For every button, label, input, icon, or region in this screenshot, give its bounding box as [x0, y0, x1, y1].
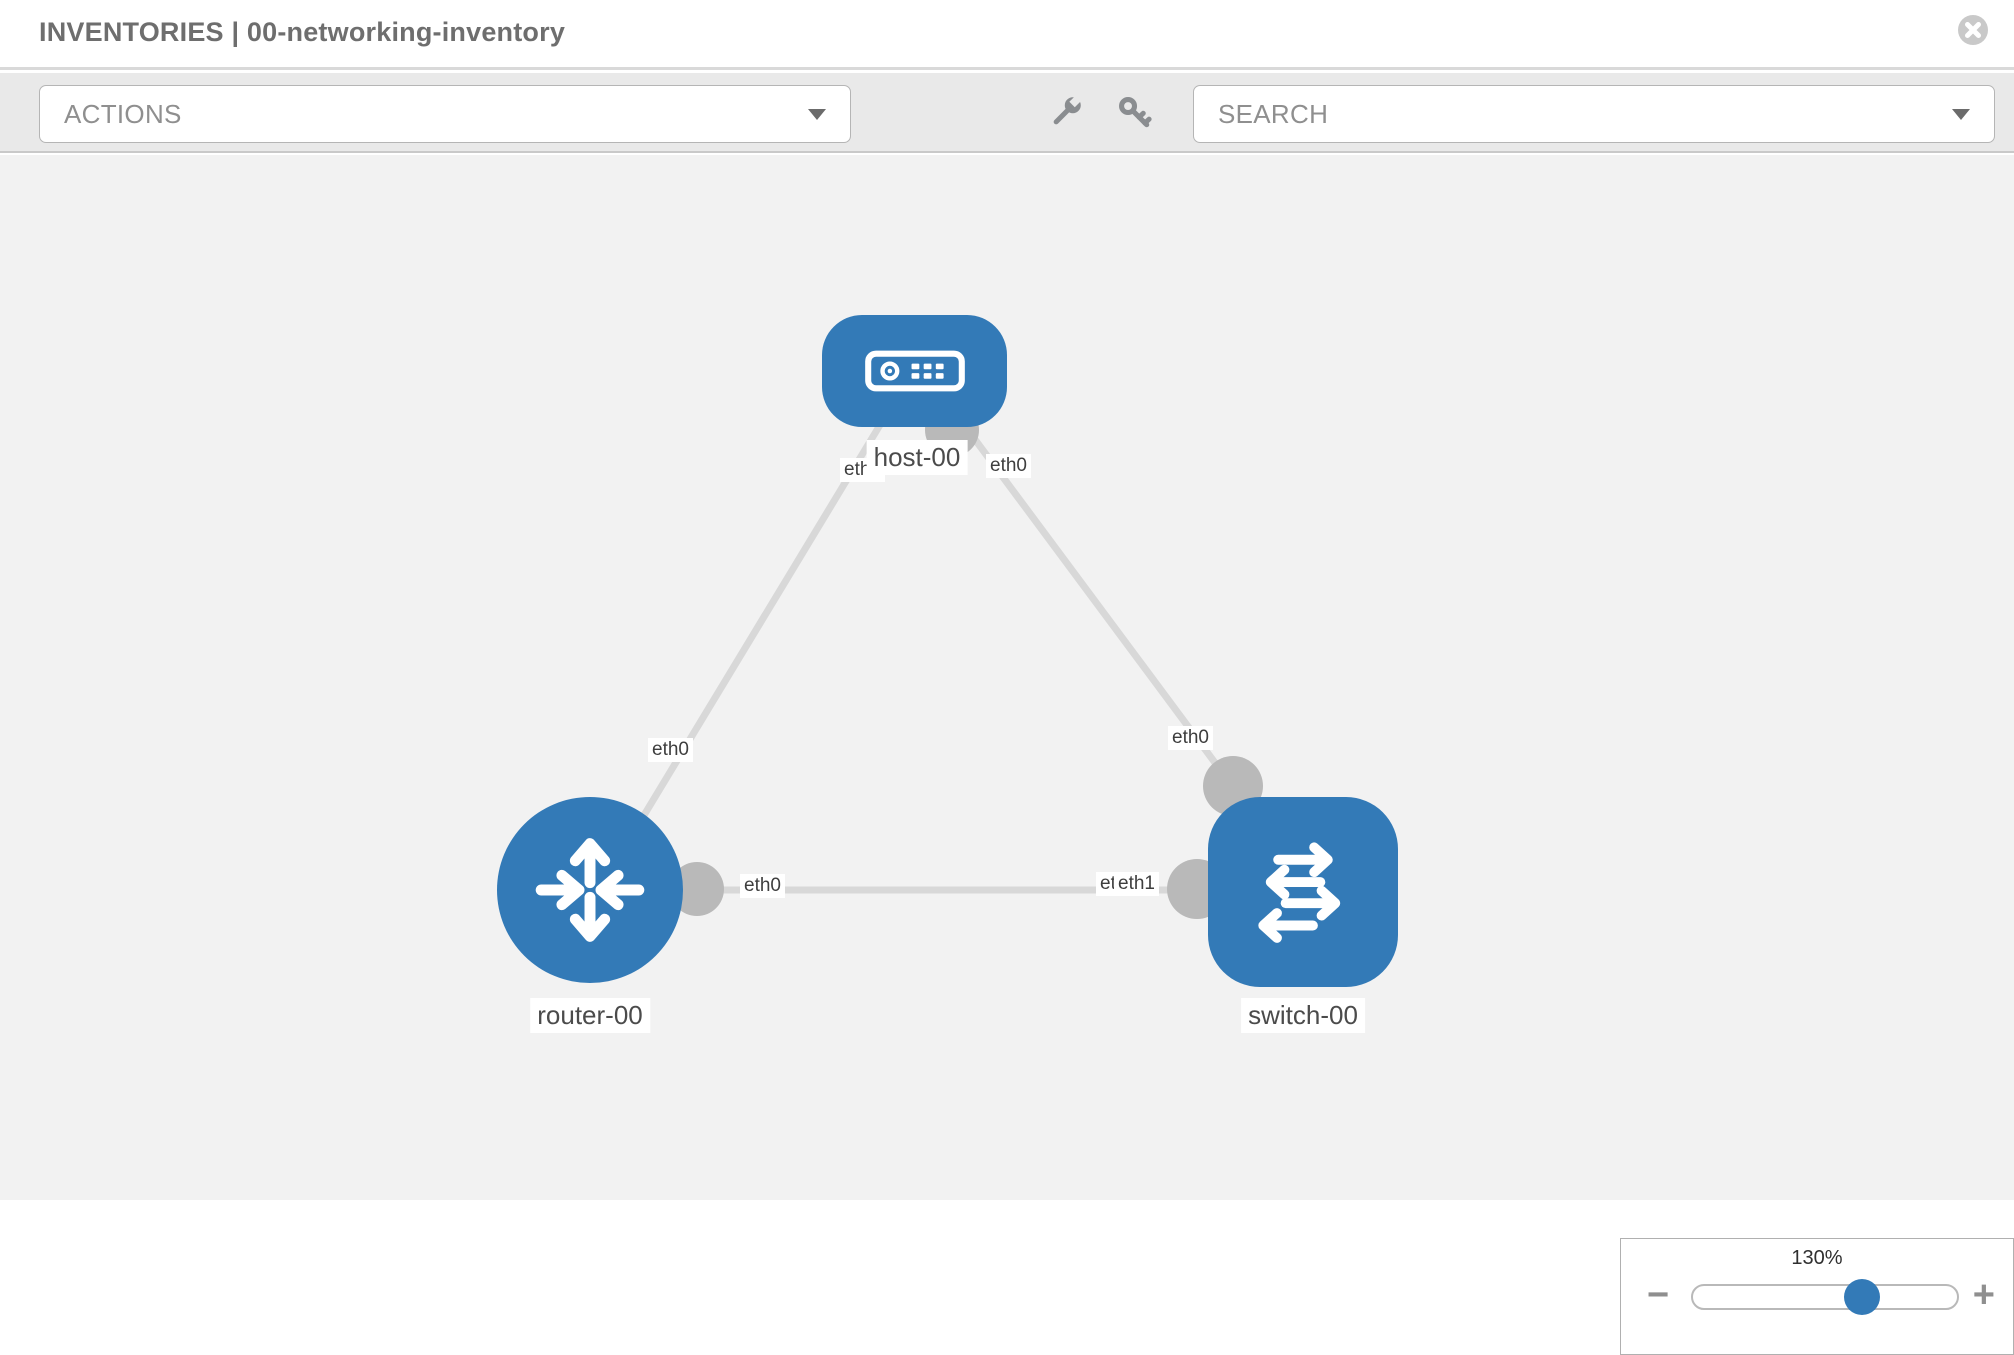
configure-button[interactable] [1038, 86, 1092, 140]
interface-label: eth0 [648, 738, 693, 762]
key-icon [1119, 97, 1152, 128]
network-link-host-router[interactable] [597, 418, 886, 890]
chevron-down-icon [808, 108, 826, 120]
interface-label: eth0 [740, 874, 785, 898]
page-title: INVENTORIES | 00-networking-inventory [39, 17, 566, 47]
interface-dot-router-right[interactable] [670, 862, 724, 916]
credentials-button[interactable] [1108, 86, 1162, 140]
header: INVENTORIES | 00-networking-inventory [0, 0, 2014, 70]
host-device-icon [864, 350, 965, 392]
search-dropdown[interactable]: SEARCH [1193, 85, 1995, 143]
close-button[interactable] [1957, 14, 1989, 46]
node-router-00[interactable] [497, 797, 683, 983]
network-canvas[interactable]: eth0 eth0 eth0 eth0 eth0 eth1 eth1 host-… [0, 155, 2014, 1355]
zoom-level-label: 130% [1791, 1247, 1843, 1269]
topology-layer [597, 403, 1263, 919]
actions-dropdown-label: ACTIONS [64, 98, 182, 129]
interface-label: eth1 [1114, 872, 1159, 896]
zoom-panel: 130% − + [1620, 1238, 2014, 1355]
zoom-in-button[interactable]: + [1972, 1274, 1995, 1316]
node-label-router-00: router-00 [530, 998, 650, 1033]
zoom-controls: − + [1621, 1274, 2013, 1316]
node-switch-00[interactable] [1208, 797, 1398, 987]
zoom-slider-thumb[interactable] [1843, 1279, 1880, 1315]
zoom-out-button[interactable]: − [1647, 1274, 1670, 1316]
wrench-icon [1053, 95, 1081, 125]
node-label-host-00: host-00 [866, 440, 968, 475]
chevron-down-icon [1952, 108, 1970, 120]
search-dropdown-label: SEARCH [1218, 98, 1329, 129]
node-label-switch-00: switch-00 [1241, 998, 1365, 1033]
interface-label: eth0 [1168, 726, 1213, 750]
node-host-00[interactable] [822, 315, 1007, 427]
interface-label: eth0 [986, 454, 1031, 478]
actions-dropdown[interactable]: ACTIONS [39, 85, 851, 143]
router-device-icon [535, 838, 645, 942]
zoom-slider[interactable] [1691, 1279, 1959, 1315]
x-circle-icon [1958, 15, 1988, 45]
toolbar: ACTIONS SEARCH [0, 73, 2014, 153]
switch-device-icon [1258, 842, 1341, 943]
